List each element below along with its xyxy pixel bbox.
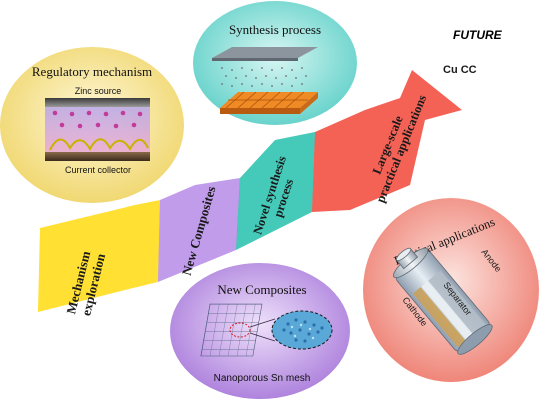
- battery-terminal-top: [396, 247, 412, 262]
- stage-4-panel: [312, 70, 462, 212]
- separator-layer: [421, 281, 473, 341]
- regulatory-bubble: Regulatory mechanism Zinc source Current…: [0, 47, 184, 203]
- ion: [77, 123, 83, 129]
- zinc-source-bar: [45, 98, 150, 107]
- ion: [52, 110, 58, 116]
- mesh-pattern: [200, 304, 262, 356]
- ion: [69, 111, 75, 117]
- zoom-line-bottom: [249, 332, 276, 342]
- future-label: FUTURE: [453, 28, 503, 42]
- ion: [59, 122, 65, 128]
- particle-rain: [221, 67, 307, 87]
- battery-bottom: [457, 324, 493, 355]
- stage-1-panel: [38, 200, 160, 312]
- mesh-front: [220, 108, 300, 114]
- cathode-layer: [428, 270, 486, 335]
- battery-dots: [422, 296, 457, 336]
- pore-dots: [282, 318, 324, 343]
- ion: [137, 111, 143, 117]
- zinc-source-label: Zinc source: [75, 86, 122, 96]
- mesh-side: [300, 92, 318, 114]
- ions-group: [52, 110, 143, 129]
- ion: [113, 123, 119, 129]
- sn-mesh-grid: [200, 303, 263, 357]
- stage-3-panel: [236, 132, 315, 250]
- zoom-line-top: [249, 318, 276, 328]
- pore-highlights: [290, 323, 315, 340]
- ion: [131, 122, 137, 128]
- ion: [103, 111, 109, 117]
- composites-caption: Nanoporous Sn mesh: [214, 373, 311, 384]
- zoom-origin-circle: [229, 322, 251, 338]
- synthesis-title: Synthesis process: [229, 22, 321, 37]
- stage-2-panel: [158, 178, 240, 282]
- staircase: [38, 70, 462, 312]
- ion: [120, 110, 126, 116]
- synthesis-bubble: Synthesis process: [193, 1, 357, 125]
- cu-cc-label: Cu CC: [443, 64, 477, 76]
- practical-bubble: Practical applications Anode Separator C…: [363, 198, 539, 382]
- top-plate-edge: [212, 58, 298, 61]
- regulatory-title: Regulatory mechanism: [32, 64, 152, 79]
- current-collector-label: Current collector: [65, 165, 131, 175]
- mesh-lines: [225, 91, 308, 109]
- composites-title: New Composites: [217, 282, 306, 297]
- top-plate: [212, 47, 318, 58]
- nanoporous-zoom: [271, 310, 333, 350]
- current-collector-bar: [45, 152, 150, 161]
- ion: [86, 110, 92, 116]
- deposition-curve: [49, 138, 149, 152]
- electrolyte-region: [45, 107, 150, 152]
- composites-ellipse: [170, 263, 350, 399]
- battery: [392, 247, 493, 355]
- ion: [95, 122, 101, 128]
- composites-bubble: New Composites Nanoporous Sn mesh: [170, 263, 350, 399]
- anode-layer: [412, 287, 466, 348]
